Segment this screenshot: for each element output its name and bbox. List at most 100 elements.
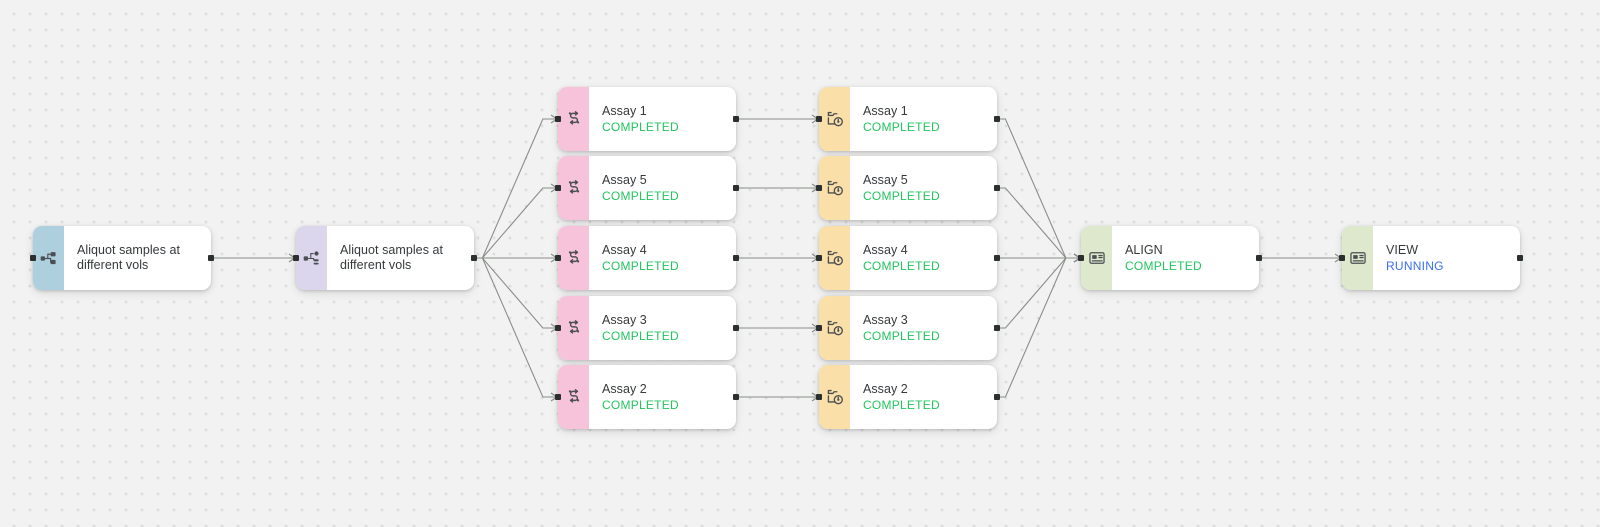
node-handle-source-assay-capture-5[interactable]	[994, 185, 1000, 191]
edge-e-c2-align	[997, 257, 1081, 398]
camera-timer-icon	[826, 249, 844, 267]
node-status-badge: COMPLETED	[602, 397, 679, 412]
node-band-assay-capture-5	[819, 156, 850, 220]
node-handle-target-assay-capture-1[interactable]	[816, 116, 822, 122]
node-title: Aliquot samples at different vols	[77, 243, 181, 272]
transfer-icon	[565, 249, 583, 267]
node-handle-source-assay-transfer-3[interactable]	[733, 325, 739, 331]
node-body-aliquot-2: Aliquot samples at different vols	[327, 226, 474, 290]
node-band-align	[1081, 226, 1112, 290]
transfer-icon	[565, 110, 583, 128]
node-handle-source-assay-transfer-4[interactable]	[733, 255, 739, 261]
transfer-icon	[565, 388, 583, 406]
node-band-assay-capture-4	[819, 226, 850, 290]
node-handle-source-assay-capture-4[interactable]	[994, 255, 1000, 261]
node-title: Assay 3	[863, 312, 908, 327]
node-title: Assay 1	[602, 103, 647, 118]
node-handle-source-assay-capture-3[interactable]	[994, 325, 1000, 331]
node-handle-target-view[interactable]	[1339, 255, 1345, 261]
node-handle-source-aliquot-1[interactable]	[208, 255, 214, 261]
node-band-assay-transfer-4	[558, 226, 589, 290]
node-band-assay-transfer-1	[558, 87, 589, 151]
node-handle-source-assay-transfer-1[interactable]	[733, 116, 739, 122]
node-title: Assay 5	[602, 172, 647, 187]
node-aliquot-1[interactable]: Aliquot samples at different vols	[33, 226, 211, 290]
node-handle-target-assay-capture-5[interactable]	[816, 185, 822, 191]
camera-timer-icon	[826, 179, 844, 197]
node-handle-source-assay-capture-2[interactable]	[994, 394, 1000, 400]
node-title: Assay 4	[863, 242, 908, 257]
camera-timer-icon	[826, 388, 844, 406]
node-band-assay-capture-2	[819, 365, 850, 429]
node-title: ALIGN	[1125, 242, 1163, 257]
edge-e-aliquot2-assay5	[474, 187, 558, 259]
node-handle-target-assay-capture-3[interactable]	[816, 325, 822, 331]
node-handle-target-assay-capture-4[interactable]	[816, 255, 822, 261]
node-title: Assay 5	[863, 172, 908, 187]
node-handle-target-assay-capture-2[interactable]	[816, 394, 822, 400]
node-status-badge: COMPLETED	[602, 258, 679, 273]
transfer-icon	[565, 319, 583, 337]
node-band-view	[1342, 226, 1373, 290]
node-handle-source-aliquot-2[interactable]	[471, 255, 477, 261]
node-handle-source-assay-transfer-2[interactable]	[733, 394, 739, 400]
camera-timer-icon	[826, 110, 844, 128]
node-handle-target-assay-transfer-3[interactable]	[555, 325, 561, 331]
node-status-badge: COMPLETED	[1125, 258, 1202, 273]
node-aliquot-2[interactable]: Aliquot samples at different vols	[296, 226, 474, 290]
node-band-assay-capture-3	[819, 296, 850, 360]
node-handle-source-align[interactable]	[1256, 255, 1262, 261]
node-band-assay-transfer-2	[558, 365, 589, 429]
node-status-badge: COMPLETED	[863, 188, 940, 203]
node-handle-target-aliquot-1[interactable]	[30, 255, 36, 261]
node-handle-target-assay-transfer-2[interactable]	[555, 394, 561, 400]
node-title: Assay 2	[602, 381, 647, 396]
node-title: Aliquot samples at different vols	[340, 243, 444, 272]
camera-timer-icon	[826, 319, 844, 337]
node-band-aliquot-1	[33, 226, 64, 290]
node-title: VIEW	[1386, 242, 1419, 257]
node-handle-source-view[interactable]	[1517, 255, 1523, 261]
node-handle-source-assay-capture-1[interactable]	[994, 116, 1000, 122]
node-band-aliquot-2	[296, 226, 327, 290]
node-handle-target-assay-transfer-5[interactable]	[555, 185, 561, 191]
node-title: Assay 2	[863, 381, 908, 396]
node-handle-target-align[interactable]	[1078, 255, 1084, 261]
node-handle-target-assay-transfer-1[interactable]	[555, 116, 561, 122]
node-title: Assay 3	[602, 312, 647, 327]
node-handle-target-assay-transfer-4[interactable]	[555, 255, 561, 261]
node-band-assay-transfer-5	[558, 156, 589, 220]
node-status-badge: COMPLETED	[602, 328, 679, 343]
node-body-aliquot-1: Aliquot samples at different vols	[64, 226, 211, 290]
node-handle-source-assay-transfer-5[interactable]	[733, 185, 739, 191]
edge-e-c3-align	[997, 257, 1081, 329]
node-status-badge: COMPLETED	[602, 119, 679, 134]
node-band-assay-capture-1	[819, 87, 850, 151]
node-handle-target-aliquot-2[interactable]	[293, 255, 299, 261]
document-icon	[1349, 249, 1367, 267]
edge-e-c1-align	[997, 118, 1081, 259]
